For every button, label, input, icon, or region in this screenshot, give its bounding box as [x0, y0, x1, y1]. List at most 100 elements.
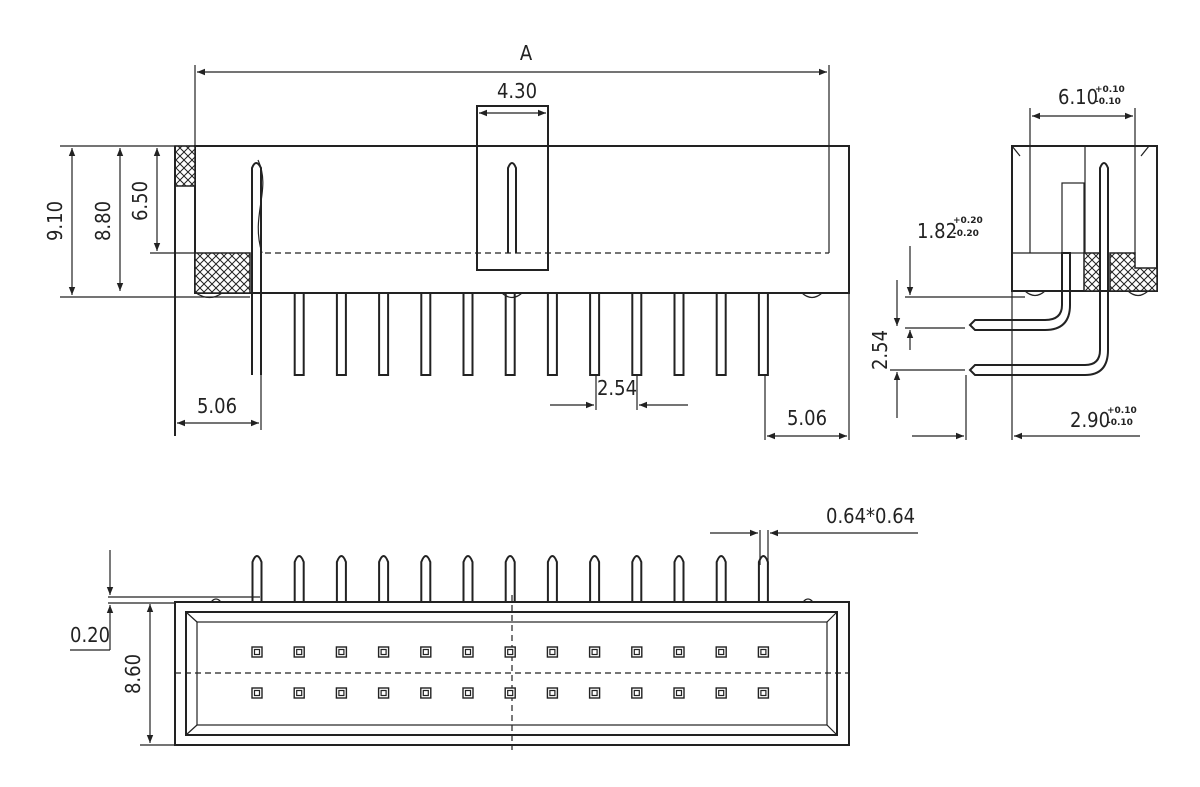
pin-square-inner: [633, 648, 640, 656]
pin-tip: [589, 555, 601, 602]
dim-standoff: 0.20: [70, 623, 110, 647]
pin-tip: [504, 555, 516, 602]
pin-square-inner: [464, 689, 472, 697]
pin-square-inner: [380, 689, 387, 697]
pin-tip: [378, 555, 390, 602]
pin-square: [673, 687, 685, 699]
svg-text:+0.10: +0.10: [1095, 85, 1125, 95]
front-hatch-top: [174, 145, 196, 187]
front-pin: [504, 293, 516, 376]
side-view: 6.10 +0.10 -0.10 1.82 +0.20 -0.20 2.54 2…: [868, 85, 1158, 440]
pin-square: [335, 646, 348, 658]
pin-tip: [673, 555, 685, 602]
svg-text:+0.10: +0.10: [1107, 406, 1137, 416]
dim-pitch-side: 2.54: [868, 330, 892, 370]
dim-pin-tail: 2.90: [1070, 408, 1110, 432]
pin-square: [588, 687, 601, 699]
pin-square: [462, 646, 474, 658]
pin-square: [420, 646, 432, 658]
pin-square: [546, 646, 559, 658]
dim-pitch-front: 2.54: [597, 376, 637, 400]
dim-height-inner: 6.50: [128, 181, 152, 221]
bottom-pin-squares: [251, 646, 770, 699]
pin-tip: [293, 555, 305, 602]
front-pin: [293, 293, 305, 376]
pin-square: [757, 687, 770, 699]
pin-square-inner: [633, 689, 640, 697]
pin-square-inner: [464, 648, 472, 656]
pin-square: [673, 646, 685, 658]
pin-square: [377, 687, 390, 699]
pin-square-inner: [253, 648, 261, 656]
pin-square-inner: [296, 689, 303, 697]
front-pin: [420, 293, 432, 376]
dim-height-body: 8.80: [91, 201, 115, 241]
front-pins: [293, 293, 769, 376]
pin-square-inner: [718, 648, 725, 656]
front-pin: [757, 293, 769, 376]
pin-square-inner: [422, 648, 429, 656]
pin-square-inner: [760, 648, 767, 656]
svg-text:-0.10: -0.10: [1095, 97, 1121, 107]
dim-key-slot-label: 4.30: [497, 79, 537, 103]
pin-square: [631, 687, 643, 699]
dim-pin-offset-left: 5.06: [197, 394, 237, 418]
pin-tip: [462, 555, 474, 602]
pin-tip: [420, 555, 432, 602]
front-pin: [546, 293, 558, 376]
pin-square: [293, 687, 305, 699]
dim-bottom-height: 8.60: [121, 654, 145, 694]
pin-square-inner: [338, 689, 345, 697]
pin-tip: [251, 555, 263, 602]
dim-a-label: A: [520, 41, 533, 65]
front-pin: [631, 293, 643, 376]
pin-square-inner: [296, 648, 303, 656]
pin-square-inner: [422, 689, 429, 697]
pin-square: [251, 646, 263, 658]
pin-square-inner: [253, 689, 261, 697]
pin-square-inner: [760, 689, 767, 697]
pin-square-inner: [380, 648, 387, 656]
pin-square-inner: [675, 689, 683, 697]
pin-square-inner: [338, 648, 345, 656]
pin-square: [420, 687, 432, 699]
key-slot: [476, 105, 549, 271]
svg-text:+0.20: +0.20: [953, 216, 983, 226]
dim-side-width: 6.10: [1058, 85, 1098, 109]
bottom-pin-tips: [251, 555, 769, 602]
pin-square: [504, 646, 516, 658]
pin-square-inner: [591, 689, 598, 697]
pin-square: [588, 646, 601, 658]
front-pin: [335, 293, 347, 376]
dim-pin-offset-right: 5.06: [787, 406, 827, 430]
bottom-view: 0.64*0.64 0.20 8.60: [70, 504, 918, 750]
pin-square: [715, 646, 727, 658]
pin-square-inner: [591, 648, 598, 656]
front-pin: [715, 293, 727, 376]
dim-height-total: 9.10: [43, 201, 67, 241]
pin-square: [293, 646, 305, 658]
pin-square-inner: [718, 689, 725, 697]
pin-square: [757, 646, 770, 658]
front-pin: [378, 293, 390, 376]
pin-square: [377, 646, 390, 658]
pin-tip: [631, 555, 643, 602]
dim-pin-square: 0.64*0.64: [826, 504, 915, 528]
front-pin: [462, 293, 474, 376]
pin-square: [504, 687, 516, 699]
svg-text:-0.10: -0.10: [1107, 418, 1133, 428]
pin-square: [631, 646, 643, 658]
pin-square-inner: [507, 689, 514, 697]
pin-square: [462, 687, 474, 699]
pin-square-inner: [549, 689, 556, 697]
front-hatch-bottom: [194, 252, 251, 294]
pin-square-inner: [507, 648, 514, 656]
pin-tip: [546, 555, 558, 602]
pin-square: [715, 687, 727, 699]
front-pin: [589, 293, 601, 376]
pin-tip: [715, 555, 727, 602]
pin-tip: [335, 555, 347, 602]
front-view: A 4.30 9.10 8.80 6.50 5.06 5.06 2.54: [43, 41, 850, 440]
pin-square: [335, 687, 348, 699]
